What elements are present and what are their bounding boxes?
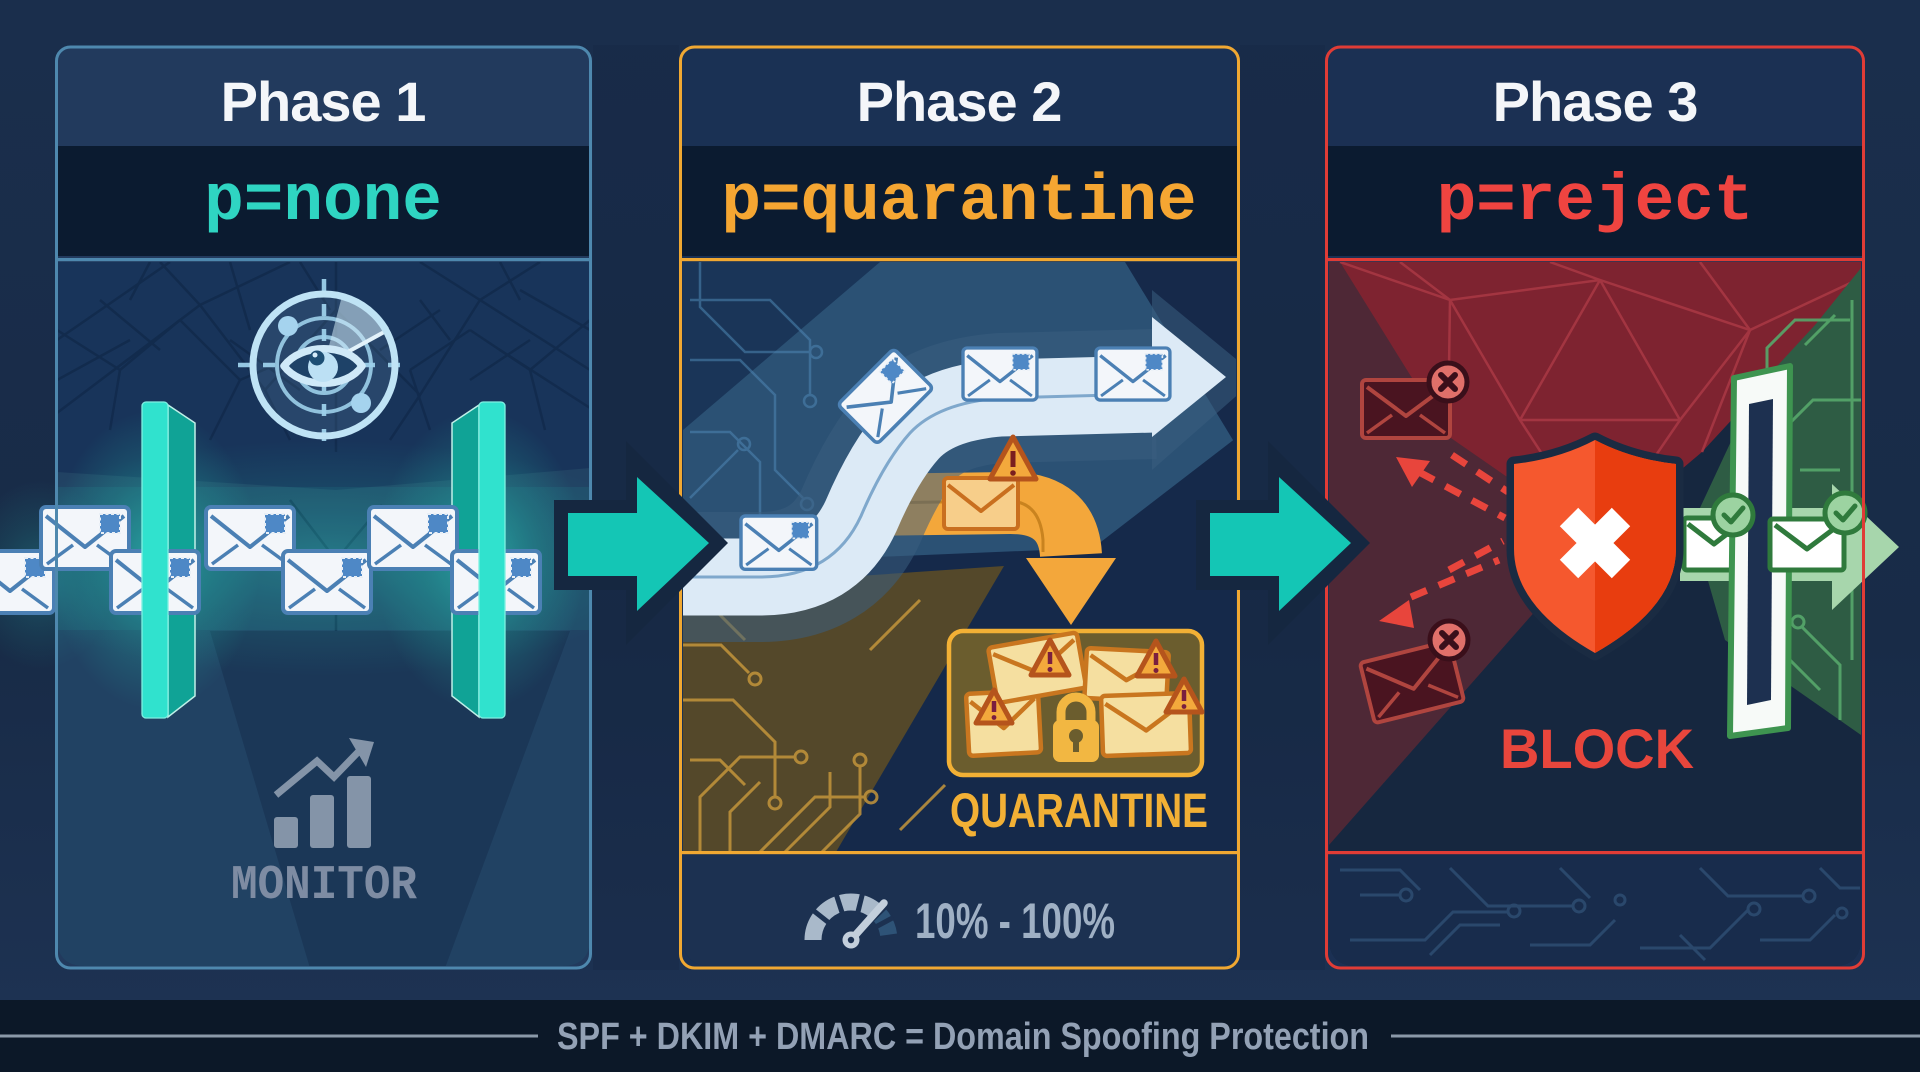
svg-text:p=none: p=none xyxy=(204,164,442,239)
svg-text:MONITOR: MONITOR xyxy=(231,859,417,913)
svg-text:Phase 3: Phase 3 xyxy=(1493,70,1698,133)
svg-text:SPF + DKIM + DMARC = Domain Sp: SPF + DKIM + DMARC = Domain Spoofing Pro… xyxy=(557,1016,1369,1058)
svg-text:QUARANTINE: QUARANTINE xyxy=(950,785,1208,838)
svg-text:BLOCK: BLOCK xyxy=(1500,717,1694,780)
svg-text:10% - 100%: 10% - 100% xyxy=(915,893,1115,949)
svg-text:p=reject: p=reject xyxy=(1437,164,1754,239)
svg-text:p=quarantine: p=quarantine xyxy=(721,164,1196,239)
svg-text:Phase 2: Phase 2 xyxy=(857,70,1062,133)
svg-text:Phase 1: Phase 1 xyxy=(221,70,426,133)
